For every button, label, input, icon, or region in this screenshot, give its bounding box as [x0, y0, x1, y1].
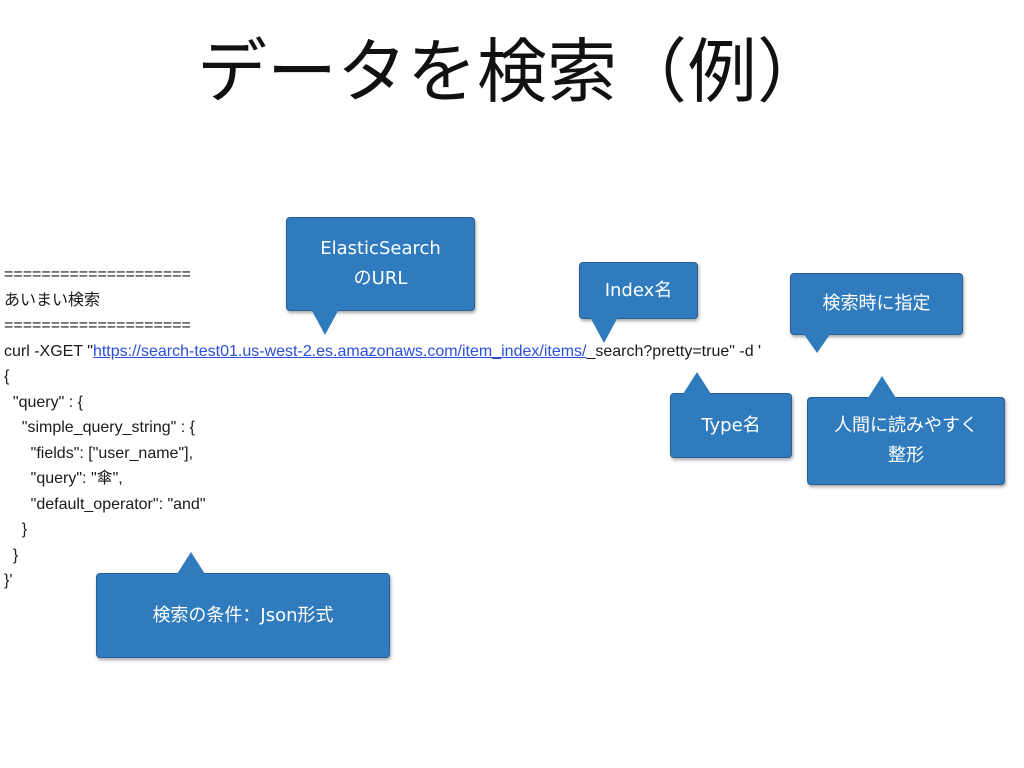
curl-suffix: _search?pretty=true" -d '	[586, 342, 762, 360]
callout-type-name-label: Type名	[701, 414, 761, 436]
code-line: }	[4, 546, 19, 564]
code-line: {	[4, 368, 10, 385]
callout-pointer	[590, 317, 618, 343]
code-line: "query" : {	[4, 393, 83, 411]
callout-pretty-line1: 人間に読みやすく	[834, 415, 978, 436]
separator-bottom: ====================	[4, 317, 191, 334]
callout-pretty: 人間に読みやすく 整形	[807, 376, 1005, 485]
code-line: "default_operator": "and"	[4, 495, 206, 513]
separator-top: ====================	[4, 266, 191, 283]
callout-pointer	[683, 372, 711, 394]
callout-search-condition-label: 検索の条件：Json形式	[152, 604, 334, 626]
callout-pointer	[311, 309, 339, 335]
code-line: "simple_query_string" : {	[4, 419, 195, 436]
code-heading: あいまい検索	[4, 291, 101, 309]
callout-index-name-label: Index名	[604, 279, 673, 301]
callout-pointer	[803, 333, 831, 353]
slide-title: データを検索（例）	[197, 31, 827, 113]
code-line: "fields": ["user_name"],	[4, 444, 194, 462]
callout-elasticsearch-url-line2: のURL	[353, 268, 408, 289]
callout-search-condition: 検索の条件：Json形式	[96, 552, 390, 658]
callout-elasticsearch-url-line1: ElasticSearch	[320, 238, 441, 259]
callout-pointer	[868, 376, 896, 398]
code-line: "query": "傘",	[4, 470, 123, 487]
curl-prefix: curl -XGET "	[4, 342, 93, 360]
callout-pretty-line2: 整形	[888, 445, 924, 466]
callout-elasticsearch-url: ElasticSearch のURL	[286, 217, 475, 335]
callout-pointer	[177, 552, 205, 574]
callout-search-time: 検索時に指定	[790, 273, 963, 353]
curl-url-link[interactable]: https://search-test01.us-west-2.es.amazo…	[92, 342, 587, 360]
callout-search-time-label: 検索時に指定	[822, 293, 931, 314]
code-line: }'	[4, 572, 13, 589]
callout-type-name: Type名	[670, 372, 792, 458]
curl-command-line: curl -XGET "https://search-test01.us-wes…	[4, 339, 761, 365]
code-block: ==================== あいまい検索 ============…	[4, 262, 761, 594]
code-line: }	[4, 521, 28, 538]
callout-index-name: Index名	[579, 262, 698, 343]
